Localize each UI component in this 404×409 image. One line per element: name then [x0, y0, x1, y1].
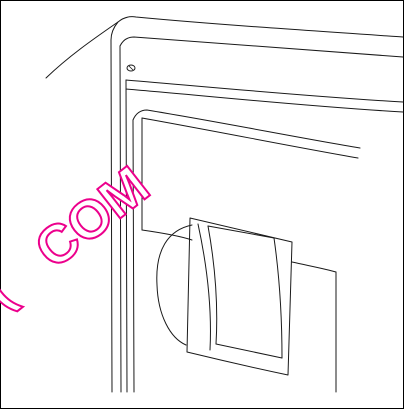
door-top-lower-line-1: [125, 79, 404, 103]
door-top-edge: [119, 36, 404, 58]
cabinet-side-edge-inner: [119, 45, 122, 393]
interior-shelf-line-left: [141, 229, 193, 241]
label-fold-left: [197, 223, 211, 351]
cabinet-top-left-edge: [45, 21, 119, 79]
label-sheet-outer: [186, 217, 293, 376]
label-inner-top: [207, 225, 275, 239]
door-inner-edge-1: [125, 79, 128, 393]
cabinet-side-edge-outer: [110, 39, 113, 393]
door-top-lower-line-2: [125, 88, 404, 113]
window-top-inner-edge: [141, 117, 359, 159]
interior-shelf-line-right: [291, 261, 337, 273]
door-inner-edge-2: [132, 119, 135, 393]
window-top-edge: [132, 109, 361, 149]
drum-outline: [156, 224, 193, 346]
label-fold-left-2: [207, 225, 218, 345]
cabinet-corner-fold: [110, 21, 119, 41]
screw-slot: [128, 65, 134, 71]
screw-icon: [126, 64, 136, 72]
label-inner-bottom: [215, 343, 283, 359]
cabinet-top-rim: [117, 16, 404, 38]
label-inner-right: [273, 237, 283, 359]
